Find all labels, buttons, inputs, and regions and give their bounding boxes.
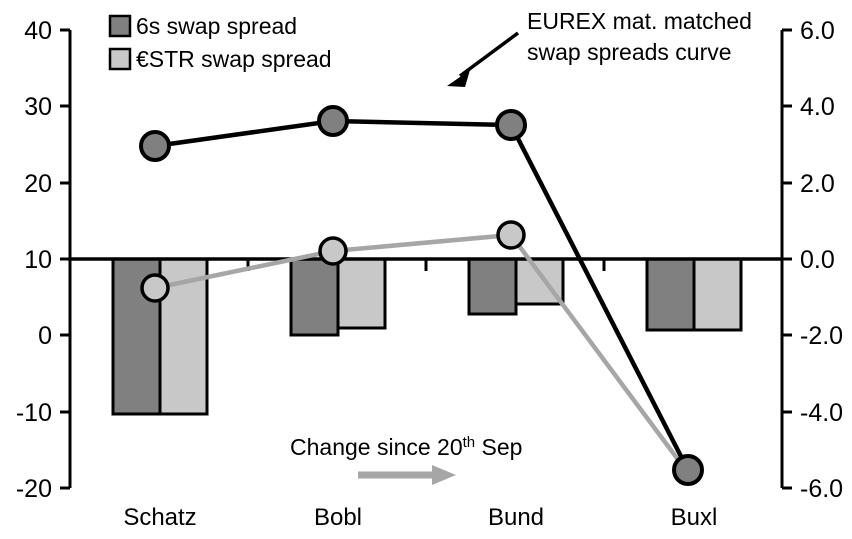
legend: 6s swap spread €STR swap spread (108, 13, 332, 72)
category-label-bobl: Bobl (314, 504, 362, 531)
eurex-note-line1: EUREX mat. matched (527, 8, 752, 34)
legend-swatch-6s (108, 14, 132, 38)
eurex-marker-schatz (139, 130, 171, 162)
change-marker-bobl (318, 236, 348, 266)
bar-estr-bobl (336, 257, 387, 330)
change-note-prefix: Change since 20 (290, 434, 463, 460)
eurex-note-line2: swap spreads curve (527, 39, 732, 65)
left-tick-40: 40 (24, 17, 52, 45)
change-marker-bund (496, 220, 526, 250)
legend-label-estr: €STR swap spread (136, 46, 332, 72)
change-since-annotation: Change since 20th Sep (290, 434, 522, 485)
eurex-marker-buxl (672, 454, 704, 486)
left-tick-10: 10 (24, 246, 52, 274)
change-marker-schatz (140, 273, 170, 303)
eurex-marker-bund (495, 109, 527, 141)
left-tick-0: 0 (38, 322, 52, 350)
category-label-schatz: Schatz (123, 504, 196, 531)
right-tick-m6: -6.0 (800, 475, 843, 503)
right-tick-4: 4.0 (800, 93, 835, 121)
left-tick-30: 30 (24, 93, 52, 121)
eurex-marker-bobl (317, 105, 349, 137)
left-tick-m20: -20 (16, 475, 52, 503)
bar-estr-buxl (692, 257, 743, 332)
bar-6s-buxl (645, 257, 696, 332)
category-label-buxl: Buxl (671, 504, 718, 531)
right-tick-2: 2.0 (800, 170, 835, 198)
right-tick-m4: -4.0 (800, 399, 843, 427)
left-axis: 40 30 20 10 0 -10 -20 (16, 17, 72, 503)
right-tick-0: 0.0 (800, 246, 835, 274)
left-tick-m10: -10 (16, 399, 52, 427)
bar-6s-bund (467, 257, 518, 316)
legend-swatch-estr (108, 47, 132, 71)
category-labels: Schatz Bobl Bund Buxl (123, 504, 717, 531)
eurex-curve-series (139, 105, 704, 486)
change-since-arrow-icon (358, 465, 456, 485)
change-note: Change since 20th Sep (290, 434, 522, 460)
right-tick-m2: -2.0 (800, 322, 843, 350)
right-axis: 6.0 4.0 2.0 0.0 -2.0 -4.0 -6.0 (780, 17, 843, 503)
eurex-annotation: EUREX mat. matched swap spreads curve (447, 8, 752, 87)
eurex-annotation-arrow-icon (447, 31, 520, 87)
change-since-line-series (140, 220, 690, 475)
change-note-sup: th (463, 434, 476, 451)
left-tick-20: 20 (24, 170, 52, 198)
category-label-bund: Bund (488, 504, 544, 531)
right-tick-6: 6.0 (800, 17, 835, 45)
change-note-suffix: Sep (475, 434, 522, 460)
bar-6s-bobl (289, 257, 340, 337)
legend-label-6s: 6s swap spread (136, 13, 297, 39)
